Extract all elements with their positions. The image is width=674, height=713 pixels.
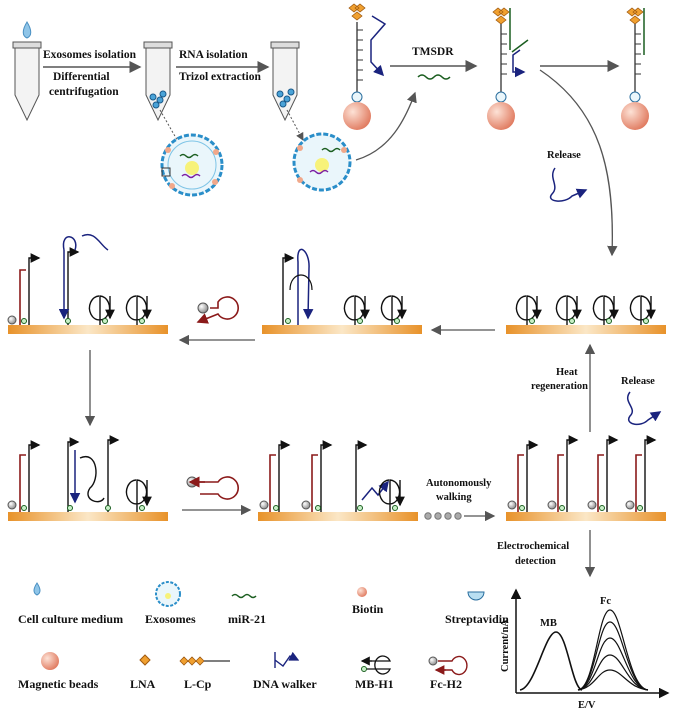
legend-biotin: Biotin (352, 602, 384, 616)
tube-2 (143, 41, 173, 122)
label-release-mid: Release (621, 376, 655, 387)
electrode-mid-right (506, 295, 666, 334)
label-exosomes-isolation: Exosomes isolation (43, 49, 137, 61)
label-centrifugation: centrifugation (49, 86, 119, 98)
label-heat: Heat (556, 367, 578, 378)
bead-construct-3 (621, 7, 649, 130)
legend-fch2: Fc-H2 (430, 677, 462, 691)
legend-walker-icon (274, 652, 298, 668)
legend-cell-culture: Cell culture medium (18, 612, 123, 626)
exosome-closeup-2 (292, 132, 352, 192)
chart-ylabel: Current/nA (500, 619, 511, 672)
label-trizol-extraction: Trizol extraction (179, 71, 261, 83)
label-walking: walking (436, 492, 472, 503)
legend-bead-icon (41, 652, 59, 670)
legend-fch2-icon (428, 655, 468, 676)
chart-xlabel: E/V (578, 700, 596, 711)
walking-dots-icon (424, 512, 462, 520)
legend-dna-walker: DNA walker (253, 677, 317, 691)
tube-1 (12, 41, 42, 122)
fc-h2-hairpin (196, 296, 239, 324)
electrode-bottom-right (506, 435, 666, 521)
label-detection: detection (515, 556, 556, 567)
legend-streptavidin: Streptavidin (445, 612, 509, 626)
electrode-mid-left (7, 233, 168, 334)
legend-mir21: miR-21 (228, 612, 266, 626)
legend-drop-icon (33, 582, 41, 596)
exosome-closeup-1 (160, 133, 224, 197)
label-rna-isolation: RNA isolation (179, 49, 248, 61)
legend-lcp-icon (179, 656, 230, 666)
legend-lna: LNA (130, 677, 156, 691)
electrode-mid-center (262, 248, 422, 334)
legend-mbh1-icon (360, 655, 391, 675)
label-tmsdr: TMSDR (412, 46, 454, 58)
electrode-bottom-left (7, 435, 168, 521)
label-electrochemical: Electrochemical (497, 541, 569, 552)
legend-magnetic-beads: Magnetic beads (18, 677, 99, 691)
label-differential: Differential (53, 71, 110, 83)
label-release-top: Release (547, 150, 581, 161)
label-autonomously: Autonomously (426, 478, 492, 489)
voltammogram-chart: Current/nA E/V MB Fc (500, 588, 670, 711)
legend-mbh1: MB-H1 (355, 677, 394, 691)
bead-construct-2 (487, 7, 529, 130)
legend-mirna-icon (231, 593, 257, 599)
legend-exosomes: Exosomes (145, 612, 196, 626)
legend-streptavidin-icon (467, 591, 485, 601)
fc-h2-hairpin-bottom (186, 476, 239, 500)
label-regeneration: regeneration (531, 381, 588, 392)
legend-lcp: L-Cp (184, 677, 212, 691)
bead-construct-1 (343, 3, 387, 130)
legend-biotin-icon (357, 587, 367, 597)
chart-peak-label-fc: Fc (600, 596, 611, 607)
legend-exosome-icon (155, 581, 181, 607)
legend: Cell culture medium Exosomes miR-21 Biot… (18, 581, 509, 691)
chart-peak-label-mb: MB (540, 618, 557, 629)
culture-medium-drop-icon (22, 21, 32, 39)
tube-3 (270, 41, 300, 122)
electrode-bottom-center (258, 440, 418, 521)
legend-lna-icon (139, 654, 151, 666)
